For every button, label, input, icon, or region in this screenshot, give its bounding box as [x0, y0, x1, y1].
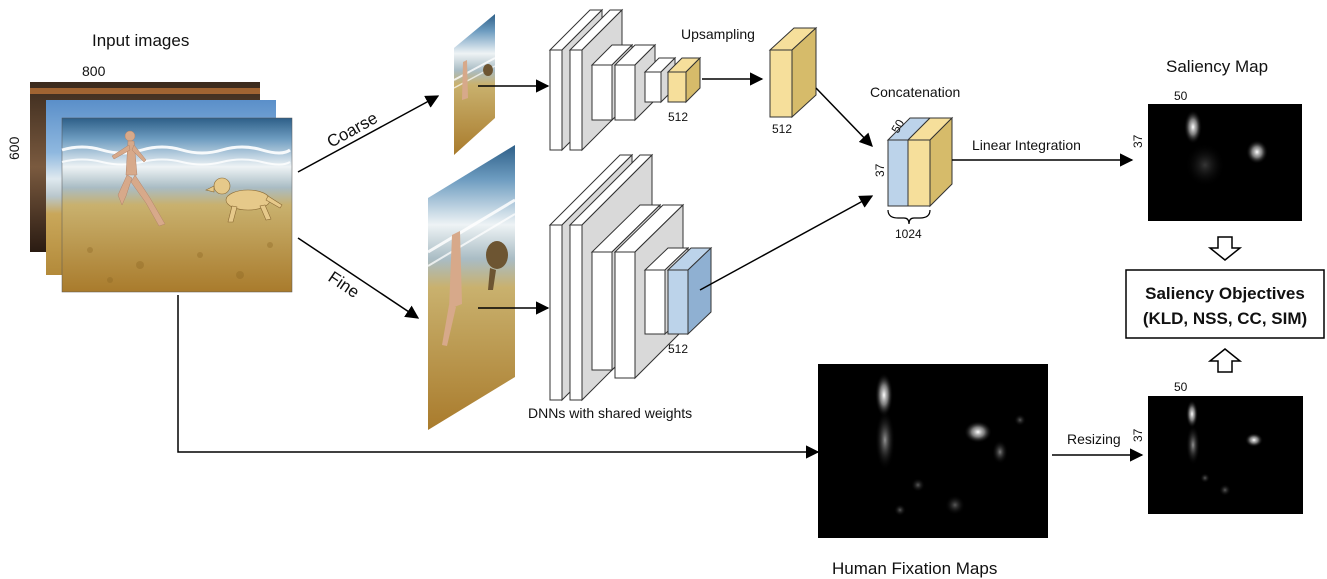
- concat-channels-label: 1024: [895, 227, 922, 241]
- coarse-input-image: [453, 14, 496, 155]
- fine-channels-label: 512: [668, 342, 688, 356]
- resized-map-height-label: 37: [1131, 428, 1145, 442]
- upsampled-feature-block: [768, 26, 818, 119]
- upsampled-to-concat-arrow: [815, 87, 873, 147]
- predicted-saliency-map: [1148, 104, 1302, 221]
- concat-brace: [887, 209, 931, 225]
- resized-fixation-map: [1148, 396, 1303, 514]
- saliency-map-height-label: 37: [1131, 134, 1145, 148]
- resized-map-width-label: 50: [1174, 380, 1188, 394]
- runner-figure: [111, 130, 166, 227]
- fine-arrow: [297, 237, 420, 319]
- down-hollow-arrow: [1207, 236, 1243, 261]
- linear-integration-label: Linear Integration: [972, 137, 1081, 153]
- upsampling-label: Upsampling: [681, 26, 755, 42]
- fine-to-concat-arrow: [699, 195, 874, 291]
- fine-dnn: [548, 153, 713, 402]
- objectives-title: Saliency Objectives: [1145, 284, 1305, 303]
- concat-width-label: 50: [888, 117, 907, 136]
- width-800-label: 800: [82, 63, 106, 79]
- resizing-label: Resizing: [1067, 431, 1121, 447]
- coarse-channels-label: 512: [668, 110, 688, 124]
- coarse-label: Coarse: [324, 108, 381, 151]
- input-images-label: Input images: [92, 31, 189, 50]
- concatenation-label: Concatenation: [870, 84, 960, 100]
- coarse-dnn: [548, 8, 702, 152]
- input-image-stack: [30, 82, 293, 293]
- fixation-maps-label: Human Fixation Maps: [832, 559, 997, 578]
- upsampled-channels-label: 512: [772, 122, 792, 136]
- fine-input-image: [427, 145, 516, 430]
- ground-truth-arrow: [177, 295, 820, 459]
- up-hollow-arrow: [1207, 348, 1243, 373]
- height-600-label: 600: [6, 136, 22, 160]
- concat-height-label: 37: [873, 163, 887, 177]
- objectives-metrics: (KLD, NSS, CC, SIM): [1143, 309, 1307, 328]
- human-fixation-map: [818, 364, 1048, 538]
- dog-figure: [205, 177, 283, 223]
- concatenated-feature-block: [886, 116, 954, 208]
- saliency-map-width-label: 50: [1174, 89, 1188, 103]
- saliency-objectives-box: Saliency Objectives (KLD, NSS, CC, SIM): [1125, 269, 1325, 339]
- fine-label: Fine: [325, 268, 363, 302]
- coarse-arrow: [297, 95, 440, 173]
- saliency-map-title: Saliency Map: [1166, 57, 1268, 76]
- shared-weights-label: DNNs with shared weights: [528, 405, 692, 421]
